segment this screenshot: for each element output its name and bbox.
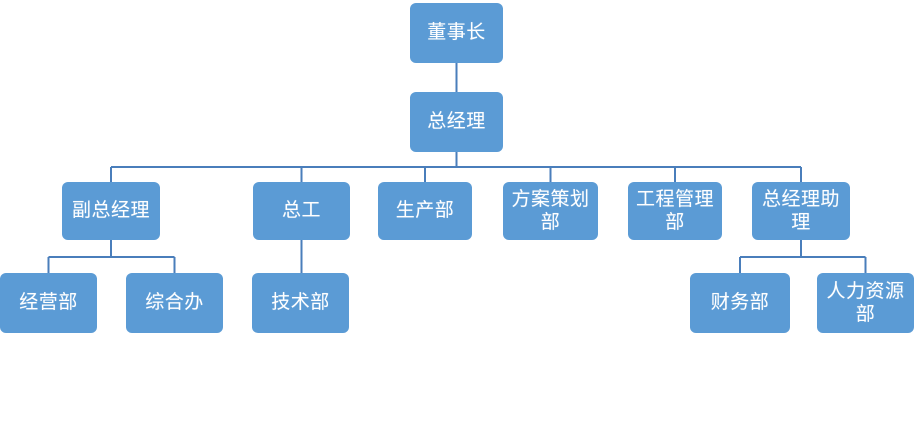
org-node-label: 总经理 <box>427 111 486 133</box>
org-node-label: 工程管理部 <box>635 188 714 233</box>
org-node-label: 方案策划部 <box>511 188 590 233</box>
org-node-gm-assistant[interactable]: 总经理助理 <box>752 182 850 240</box>
org-node-label: 副总经理 <box>71 200 150 222</box>
org-node-label: 综合办 <box>145 292 204 314</box>
org-node-finance-dept[interactable]: 财务部 <box>690 273 790 333</box>
org-node-label: 总工 <box>281 200 321 222</box>
org-node-eng-mgmt-dept[interactable]: 工程管理部 <box>628 182 722 240</box>
org-node-chief-engineer[interactable]: 总工 <box>253 182 350 240</box>
org-node-planning-dept[interactable]: 方案策划部 <box>503 182 598 240</box>
org-node-label: 财务部 <box>710 292 770 314</box>
org-node-general-office[interactable]: 综合办 <box>126 273 223 333</box>
org-node-technical-dept[interactable]: 技术部 <box>252 273 349 333</box>
org-node-gm[interactable]: 总经理 <box>410 92 503 152</box>
org-node-label: 人力资源部 <box>826 280 905 325</box>
org-node-operations-dept[interactable]: 经营部 <box>0 273 97 333</box>
org-node-label: 技术部 <box>271 292 330 314</box>
org-node-label: 总经理助理 <box>761 188 840 233</box>
org-node-hr-dept[interactable]: 人力资源部 <box>817 273 914 333</box>
org-node-chairman[interactable]: 董事长 <box>410 3 503 63</box>
org-node-deputy-gm[interactable]: 副总经理 <box>62 182 160 240</box>
org-node-label: 生产部 <box>395 200 455 222</box>
org-node-production-dept[interactable]: 生产部 <box>378 182 472 240</box>
org-node-label: 董事长 <box>427 22 486 44</box>
org-node-label: 经营部 <box>19 292 78 314</box>
